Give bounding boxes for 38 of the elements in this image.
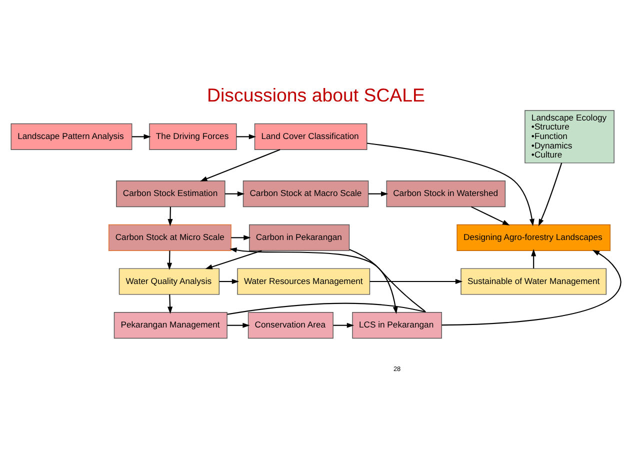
node-box: Pekarangan Management	[114, 312, 228, 339]
arrow	[236, 134, 256, 140]
arrow	[349, 249, 398, 314]
node-box: Carbon Stock at Micro Scale	[108, 224, 232, 251]
arrow	[231, 235, 251, 240]
arrow	[200, 149, 280, 182]
arrow	[225, 191, 245, 196]
node-box: Carbon Stock in Watershed	[386, 180, 506, 208]
node-box: Designing Agro-forestry Landscapes	[456, 224, 610, 251]
node-box: Conservation Area	[248, 312, 334, 339]
arrow	[333, 322, 354, 328]
node-box: LCS in Pekarangan	[352, 312, 442, 339]
arrow	[205, 250, 262, 270]
node-box: The Driving Forces	[149, 123, 237, 150]
node-box: Land Cover Classification	[254, 123, 368, 150]
node-box: Carbon Stock at Macro Scale	[242, 180, 369, 208]
arrow	[366, 142, 534, 226]
node-box: Landscape Ecology •Structure •Function •Dynamics •Culture	[524, 110, 614, 164]
node-box: Sustainable of Water Management	[460, 268, 607, 295]
arrow	[227, 322, 250, 328]
node-box: Carbon in Pekarangan	[249, 224, 350, 251]
arrow	[168, 206, 173, 226]
arrow	[368, 191, 388, 196]
node-box: Water Resources Management	[237, 268, 370, 295]
arrow	[168, 294, 173, 314]
arrow	[538, 162, 562, 226]
arrow	[471, 206, 510, 226]
arrow	[531, 249, 536, 268]
arrow	[227, 248, 424, 315]
arrow	[442, 250, 622, 326]
arrow	[167, 250, 172, 270]
node-box: Carbon Stock Estimation	[116, 180, 226, 208]
node-box: Landscape Pattern Analysis	[10, 123, 132, 150]
arrow	[132, 134, 151, 140]
diagram-title: Discussions about SCALE	[207, 84, 425, 106]
arrow	[370, 278, 463, 284]
node-box: Water Quality Analysis	[118, 268, 220, 295]
arrow	[219, 278, 240, 284]
